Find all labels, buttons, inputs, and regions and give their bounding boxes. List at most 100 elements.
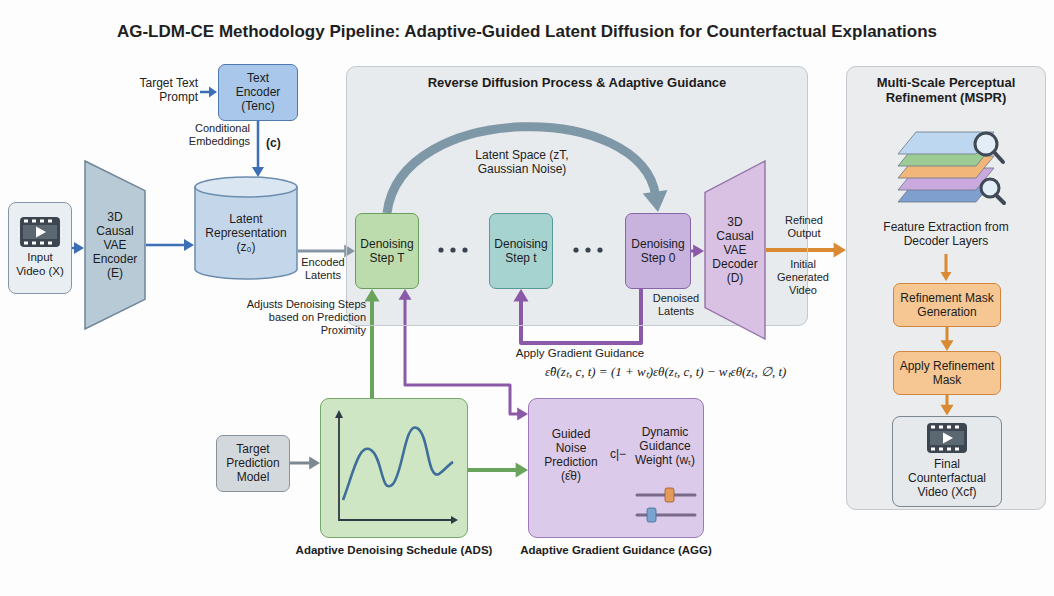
prompt-arrow	[200, 87, 217, 98]
node-text: Adaptive Gradient Guidance (AGG)	[520, 544, 712, 558]
feature-arrow	[941, 254, 952, 281]
film-frame	[20, 217, 60, 247]
latent-cylinder: Latent Representation (z₀)	[194, 176, 298, 280]
node-text: Apply Refinement Mask	[898, 359, 996, 387]
arrow-head	[643, 190, 668, 212]
node-text: Multi-Scale Perceptual Refinement (MSPR)	[857, 75, 1035, 106]
film-window	[930, 431, 964, 445]
annotation-label: Initial Generated Video	[770, 258, 836, 297]
process-box: Apply Refinement Mask	[893, 351, 1001, 395]
slider-knob	[647, 508, 656, 522]
film-window	[23, 225, 57, 239]
video-icon	[20, 217, 60, 247]
node-text: 3D Causal VAE Encoder (E)	[89, 210, 141, 281]
connector-line	[290, 462, 311, 465]
annotation-label: Conditional Embeddings	[150, 122, 250, 148]
play-symbol	[36, 227, 46, 238]
play-symbol	[943, 432, 953, 443]
node-text: Denoising Step T	[360, 237, 414, 265]
diagram-title: AG-LDM-CE Methodology Pipeline: Adaptive…	[0, 22, 1054, 42]
node-text: Text Encoder (Tenc)	[223, 71, 293, 113]
connector	[514, 289, 642, 343]
connector	[252, 121, 264, 178]
connector	[691, 245, 704, 258]
weight-sliders	[633, 485, 699, 525]
connector-line	[298, 250, 346, 253]
annotation-label: ε̂θ(zₜ, c, t) = (1 + wₜ)εθ(zₜ, c, t) − w…	[545, 364, 786, 379]
dot	[462, 247, 467, 252]
node-text: Final Counterfactual Video (Xcf)	[897, 457, 997, 499]
schedule-box: Adaptive Denoising Schedule (ADS)	[320, 398, 468, 538]
arrow-head	[399, 289, 412, 300]
arrow-head	[309, 457, 320, 470]
connector	[468, 463, 528, 478]
connector-line	[766, 248, 836, 252]
denoising-step-box: Denoising Step 0	[625, 213, 691, 289]
dot	[597, 247, 602, 252]
connector-line	[946, 327, 949, 342]
slider-track	[637, 514, 695, 517]
node-text: Latent Representation (z₀)	[199, 212, 293, 254]
process-box: Refinement Mask Generation	[893, 283, 1001, 327]
connector-line	[405, 298, 519, 414]
axis-head	[451, 516, 458, 524]
arrow-head	[693, 245, 704, 258]
connector-line	[257, 121, 260, 170]
output-video-box: Final Counterfactual Video (Xcf)	[892, 416, 1002, 507]
chart-axes	[339, 416, 453, 520]
magnifier-handle	[994, 152, 1003, 162]
slider-knob	[665, 488, 674, 502]
arrow-head	[517, 408, 528, 421]
trapezoid-outline	[705, 161, 765, 339]
arrow-head	[941, 340, 954, 351]
input-video-box: Input Video (X)	[8, 202, 72, 294]
annotation-label: Adjusts Denoising Steps based on Predict…	[246, 298, 366, 337]
annotation-label: Encoded Latents	[301, 256, 345, 282]
schedule-curve	[343, 428, 453, 500]
connector-line	[521, 289, 641, 343]
arrow-line	[200, 91, 210, 94]
arrow-head	[941, 272, 952, 281]
connector-line	[387, 127, 656, 213]
refinement-panel: Multi-Scale Perceptual Refinement (MSPR)…	[846, 66, 1046, 510]
arrow-head	[209, 87, 217, 98]
dot	[585, 247, 590, 252]
denoising-step-box: Denoising Step t	[489, 213, 553, 289]
node-text: Reverse Diffusion Process & Adaptive Gui…	[357, 75, 797, 90]
connector-line	[468, 468, 518, 472]
encoder-trapezoid: 3D Causal VAE Encoder (E)	[84, 160, 146, 330]
node-text: Dynamic Guidance Weight (wₜ)	[629, 425, 701, 467]
model-box: Target Prediction Model	[216, 435, 290, 492]
annotation-label: Target Text Prompt	[122, 76, 198, 104]
node-text: c|−	[607, 447, 629, 461]
magnifier-handle	[996, 195, 1004, 203]
arrow-head	[941, 405, 954, 416]
dot	[450, 247, 455, 252]
annotation-label: Denoised Latents	[648, 292, 704, 318]
arrow-head	[365, 289, 380, 301]
connector	[766, 243, 846, 258]
node-text: Refinement Mask Generation	[898, 291, 996, 319]
annotation-label: Refined Output	[774, 214, 834, 240]
arrow-head	[184, 239, 194, 251]
annotation-label: Latent Space (zT, Gaussian Noise)	[462, 148, 582, 176]
dot	[573, 247, 578, 252]
arrow-head	[514, 289, 529, 301]
dot	[438, 247, 443, 252]
arrow-head	[74, 242, 84, 254]
film-frame	[927, 423, 967, 453]
arrow-head	[834, 243, 846, 258]
guidance-box: Adaptive Gradient Guidance (AGG)Guided N…	[528, 398, 704, 538]
connector	[365, 289, 380, 398]
node-text: Adaptive Denoising Schedule (ADS)	[296, 544, 493, 558]
axis-head	[335, 410, 343, 418]
connector	[387, 127, 667, 213]
trapezoid-outline	[85, 161, 145, 329]
feature-layers-icon	[898, 132, 1004, 203]
annotation-label: Apply Gradient Guidance	[500, 347, 660, 361]
node-text: Denoising Step t	[494, 237, 548, 265]
node-text: Denoising Step 0	[630, 237, 686, 265]
arrow-head	[252, 167, 264, 177]
annotation-label: Feature Extraction from Decoder Layers	[866, 220, 1026, 248]
